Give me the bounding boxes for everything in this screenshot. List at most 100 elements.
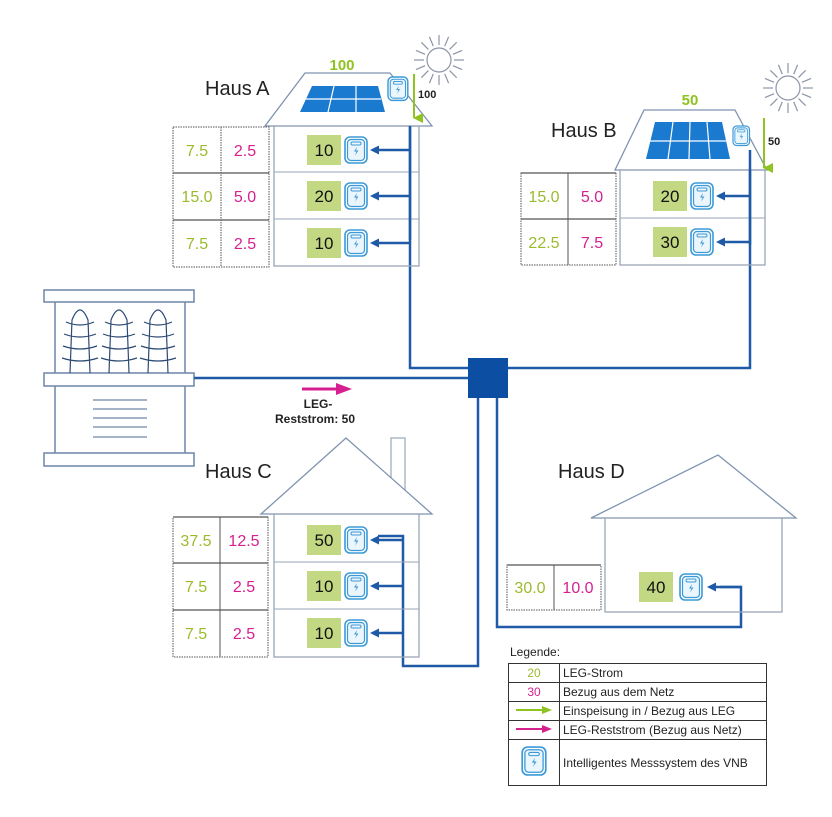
haus-c-table [172, 516, 269, 658]
consumption-value: 50 [315, 531, 334, 550]
consumption-value: 30 [661, 233, 680, 252]
consumption-value: 10 [315, 141, 334, 160]
arrow-icon [707, 582, 716, 592]
smart-meter-icon [690, 182, 714, 210]
legend-label: Intelligentes Messsystem des VNB [559, 739, 767, 786]
legend-symbol-pink-number: 30 [508, 682, 560, 702]
consumption-value: 10 [315, 624, 334, 643]
legend-label: LEG-Reststrom (Bezug aus Netz) [559, 720, 767, 740]
leg-share-value: 7.5 [186, 143, 208, 160]
grid-share-value: 2.5 [233, 579, 255, 596]
grid-share-value: 7.5 [581, 235, 603, 252]
arrow-icon [716, 191, 725, 201]
smart-meter-icon [344, 229, 368, 257]
arrow-icon [370, 145, 379, 155]
smart-meter-icon [344, 182, 368, 210]
haus-b-feed-in: 50 [768, 136, 780, 148]
grid-share-value: 2.5 [233, 626, 255, 643]
consumption-value: 20 [661, 187, 680, 206]
arrow-icon [716, 237, 725, 247]
grid-share-value: 5.0 [234, 189, 256, 206]
legend-label: Einspeisung in / Bezug aus LEG [559, 701, 767, 721]
legend-table: 20 LEG-Strom 30 Bezug aus dem Netz Einsp… [508, 663, 767, 786]
grid-connection-hub [468, 358, 508, 398]
leg-share-value: 30.0 [514, 580, 545, 597]
pink-arrow-icon [302, 383, 352, 395]
consumption-box [307, 228, 341, 258]
haus-c: Haus C 50 37.5 12.5 10 7.5 2.5 10 7.5 2.5 [172, 437, 434, 658]
solar-panel-icon [300, 85, 385, 113]
leg-share-value: 22.5 [528, 235, 559, 252]
haus-a-pv-production: 100 [329, 57, 354, 74]
grid-share-value: 12.5 [228, 533, 259, 550]
haus-d: Haus D 40 30.0 10.0 [506, 454, 798, 613]
legend: Legende: 20 LEG-Strom 30 Bezug aus dem N… [508, 645, 767, 786]
haus-d-table [506, 564, 602, 611]
haus-a-table [172, 126, 270, 268]
transformer-icon [43, 289, 195, 467]
consumption-box [307, 181, 341, 211]
legend-row: 20 LEG-Strom [508, 663, 767, 683]
smart-meter-icon [679, 573, 703, 601]
smart-meter-icon [690, 228, 714, 256]
grid-flow-label-1: LEG- [304, 397, 333, 411]
sun-icon [413, 34, 465, 86]
unit-row: 10 7.5 2.5 [185, 571, 403, 601]
smart-meter-icon [344, 619, 368, 647]
smart-meter-icon [521, 746, 547, 776]
consumption-box [639, 572, 673, 602]
arrow-icon [370, 238, 379, 248]
smart-meter-icon [344, 526, 368, 554]
consumption-box [653, 181, 687, 211]
legend-symbol-green-number: 20 [508, 663, 560, 683]
legend-row: 30 Bezug aus dem Netz [508, 682, 767, 702]
haus-b-table [520, 172, 617, 266]
grid-share-value: 2.5 [234, 143, 256, 160]
smart-meter-icon [344, 572, 368, 600]
grid-share-value: 5.0 [581, 189, 603, 206]
leg-share-value: 7.5 [185, 626, 207, 643]
haus-a-body [273, 125, 420, 267]
leg-share-value: 7.5 [185, 579, 207, 596]
arrow-icon [370, 581, 379, 591]
consumption-value: 20 [315, 187, 334, 206]
grid-flow-label-2: Reststrom: 50 [275, 412, 355, 426]
smart-meter-icon [344, 136, 368, 164]
haus-d-title: Haus D [558, 461, 625, 483]
consumption-value: 10 [315, 577, 334, 596]
haus-d-body [604, 517, 783, 613]
legend-row: Intelligentes Messsystem des VNB [508, 739, 767, 786]
unit-row: 10 7.5 2.5 [186, 135, 410, 165]
solar-panel-icon [646, 121, 730, 160]
legend-label: Bezug aus dem Netz [559, 682, 767, 702]
smart-meter-icon [732, 125, 751, 147]
haus-b-pv-production: 50 [682, 92, 699, 109]
smart-meter-icon [387, 76, 409, 102]
legend-title: Legende: [510, 645, 561, 659]
consumption-box [307, 135, 341, 165]
leg-share-value: 7.5 [186, 236, 208, 253]
haus-a-title: Haus A [205, 78, 270, 100]
arrow-icon [370, 191, 379, 201]
arrow-icon [370, 535, 379, 545]
haus-c-title: Haus C [205, 461, 272, 483]
legend-row: Einspeisung in / Bezug aus LEG [508, 701, 767, 721]
leg-share-value: 37.5 [180, 533, 211, 550]
consumption-box [307, 571, 341, 601]
legend-row: LEG-Reststrom (Bezug aus Netz) [508, 720, 767, 740]
consumption-value: 40 [647, 578, 666, 597]
unit-row: 30 22.5 7.5 [528, 227, 750, 257]
haus-b-title: Haus B [551, 120, 617, 142]
sun-icon [762, 62, 814, 114]
unit-row: 10 7.5 2.5 [185, 618, 403, 648]
green-arrow-icon [516, 706, 552, 714]
grid-share-value: 10.0 [562, 580, 593, 597]
consumption-box [307, 618, 341, 648]
unit-row: 50 37.5 12.5 [180, 525, 403, 555]
